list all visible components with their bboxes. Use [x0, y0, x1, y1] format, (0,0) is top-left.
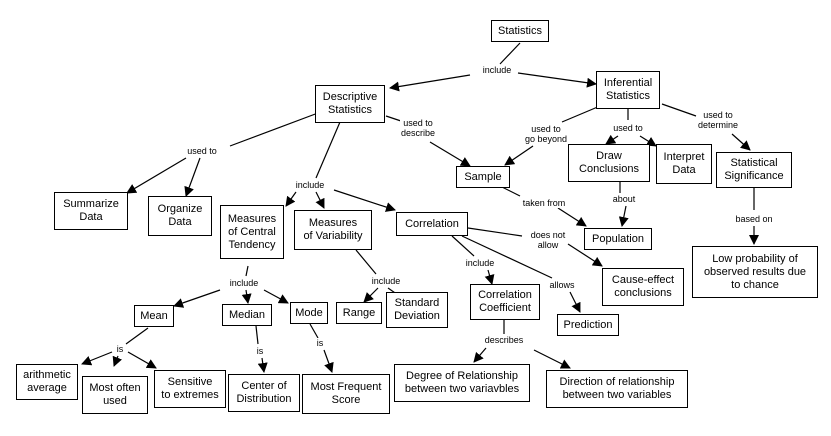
node-correlation: Correlation	[396, 212, 468, 236]
link-describes-degree	[473, 347, 487, 363]
link-usedto-organize	[184, 157, 201, 197]
link-descriptive-usedto	[229, 112, 319, 147]
node-degree-of-relationship: Degree of Relationship between two varia…	[394, 364, 530, 402]
link-include-variability	[315, 191, 325, 209]
link-usedto-draw	[605, 134, 619, 145]
link-median-is	[255, 325, 259, 345]
label-used-to-left: used to	[186, 146, 218, 156]
link-descriptive-include	[315, 121, 341, 179]
label-include-correlation: include	[464, 258, 496, 268]
link-inferential-gobeyond	[561, 105, 601, 123]
node-mode: Mode	[290, 302, 328, 324]
node-interpret-data: Interpret Data	[656, 144, 712, 184]
label-include-central: include	[228, 278, 260, 288]
label-used-to-mid: used to	[612, 123, 644, 133]
link-include-coefficient	[484, 269, 495, 285]
link-include-mode	[263, 289, 289, 304]
label-allows: allows	[548, 280, 576, 290]
label-about: about	[611, 194, 637, 204]
link-include-central	[285, 191, 297, 207]
link-variability-include	[355, 249, 377, 275]
label-taken-from: taken from	[521, 198, 567, 208]
label-used-to-determine: used to determine	[696, 110, 740, 130]
node-most-frequent-score: Most Frequent Score	[302, 374, 390, 414]
link-is-sensitive	[127, 351, 157, 369]
label-is-median: is	[255, 346, 265, 356]
link-is-arithmetic	[81, 351, 113, 366]
label-used-to-describe: used to describe	[399, 118, 437, 138]
node-cause-effect: Cause-effect conclusions	[602, 268, 684, 306]
node-direction-of-relationship: Direction of relationship between two va…	[546, 370, 688, 408]
link-usedto-summarize	[126, 157, 187, 194]
node-mean: Mean	[134, 305, 174, 327]
link-determine-significance	[731, 133, 751, 151]
link-inferential-determine	[661, 103, 697, 117]
label-include-top: include	[481, 65, 513, 75]
label-used-to-go-beyond: used to go beyond	[523, 124, 569, 144]
node-draw-conclusions: Draw Conclusions	[568, 144, 650, 182]
link-correlation-notallow	[467, 227, 523, 237]
node-statistical-significance: Statistical Significance	[716, 152, 792, 188]
link-usedto-interpret	[639, 135, 657, 147]
node-summarize-data: Summarize Data	[54, 192, 128, 230]
link-mean-is	[125, 327, 149, 345]
node-sample: Sample	[456, 166, 510, 188]
link-describe-sample	[429, 141, 471, 167]
node-most-often-used: Most often used	[82, 376, 148, 414]
node-inferential-statistics: Inferential Statistics	[596, 71, 660, 109]
link-correlation-allows	[461, 235, 553, 279]
label-based-on: based on	[734, 214, 774, 224]
link-include-inferential	[517, 72, 597, 88]
node-measures-central-tendency: Measures of Central Tendency	[220, 205, 284, 259]
link-describes-direction	[533, 349, 571, 369]
label-is-mode: is	[315, 338, 325, 348]
link-allows-prediction	[569, 291, 581, 313]
node-center-of-distribution: Center of Distribution	[228, 374, 300, 412]
link-is-mostoften	[112, 355, 122, 367]
link-notallow-causeeffect	[567, 243, 603, 267]
link-correlation-include	[451, 235, 475, 257]
link-include-range	[363, 287, 379, 303]
link-central-include	[245, 265, 249, 277]
link-is-center	[257, 357, 268, 373]
label-describes: describes	[483, 335, 525, 345]
node-arithmetic-average: arithmetic average	[16, 364, 78, 400]
node-low-probability: Low probability of observed results due …	[692, 246, 818, 298]
node-range: Range	[336, 302, 382, 324]
label-does-not-allow: does not allow	[529, 230, 567, 250]
node-correlation-coefficient: Correlation Coefficient	[470, 284, 540, 320]
node-descriptive-statistics: Descriptive Statistics	[315, 85, 385, 123]
link-about-population	[618, 205, 629, 227]
link-gobeyond-sample	[504, 145, 534, 166]
node-standard-deviation: Standard Deviation	[386, 292, 448, 328]
node-prediction: Prediction	[557, 314, 619, 336]
node-statistics: Statistics	[491, 20, 549, 42]
link-include-median	[241, 289, 252, 304]
node-median: Median	[222, 304, 272, 326]
node-sensitive-to-extremes: Sensitive to extremes	[154, 370, 226, 408]
node-population: Population	[584, 228, 652, 250]
link-takenfrom-population	[557, 207, 587, 227]
label-include-descriptive: include	[294, 180, 326, 190]
link-include-descriptive	[389, 74, 471, 92]
link-mode-is	[309, 323, 319, 339]
node-organize-data: Organize Data	[148, 196, 212, 236]
link-statistics-include	[499, 42, 521, 65]
label-include-variability: include	[370, 276, 402, 286]
link-include-correlation	[333, 189, 396, 212]
label-is-mean: is	[115, 344, 125, 354]
node-measures-variability: Measures of Variability	[294, 210, 372, 250]
link-is-mostfrequent	[323, 349, 334, 373]
link-include-mean	[173, 289, 221, 308]
